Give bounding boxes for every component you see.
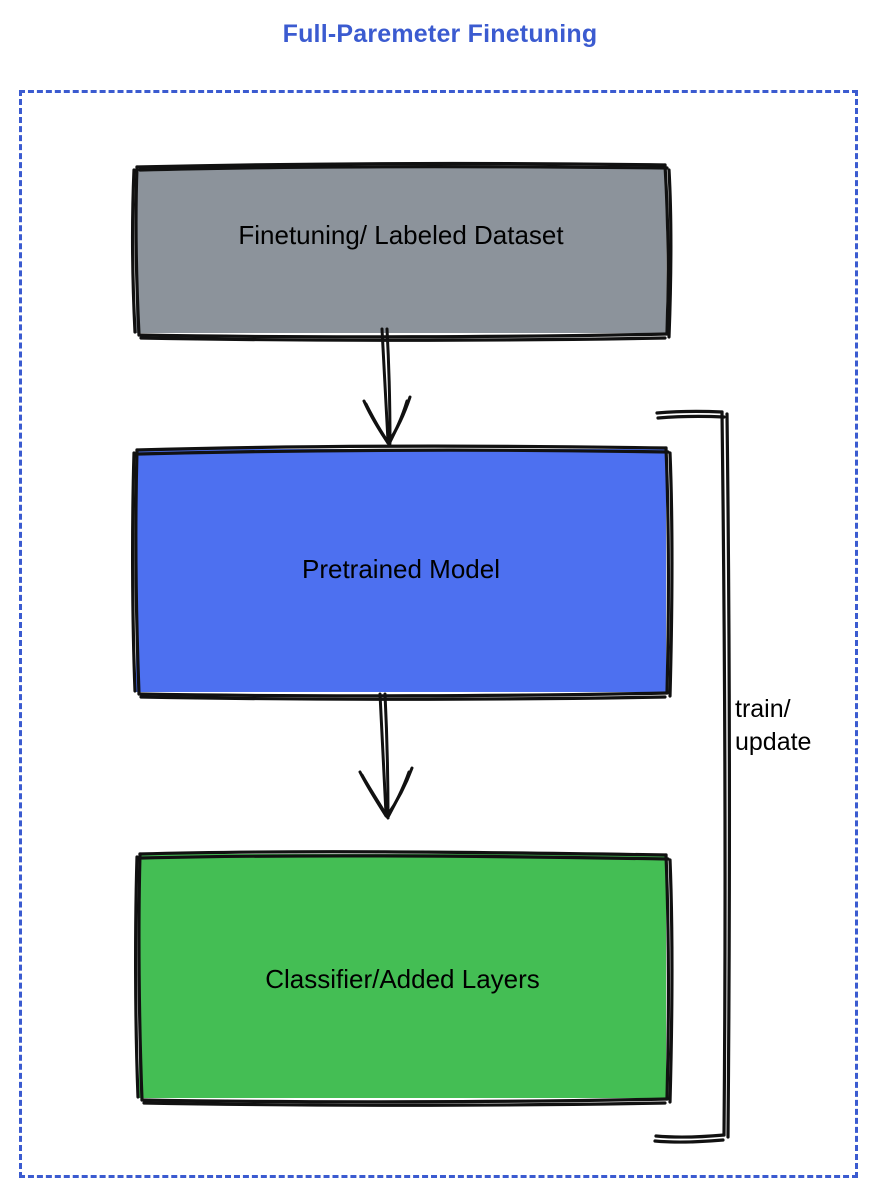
node-classifier[interactable]: Classifier/Added Layers	[134, 850, 674, 1107]
node-dataset-fill	[136, 166, 666, 333]
node-pretrained[interactable]: Pretrained Model	[131, 444, 674, 701]
node-dataset-label: Finetuning/ Labeled Dataset	[238, 220, 564, 250]
edge-feedback-loop-label: train/ update	[735, 693, 855, 759]
edge-feedback-loop-label-line1: train/	[735, 695, 791, 723]
node-classifier-label: Classifier/Added Layers	[265, 964, 540, 994]
node-classifier-fill	[139, 854, 666, 1098]
page-title: Full-Paremeter Finetuning	[282, 20, 598, 48]
edge-dataset-to-pretrained	[362, 327, 412, 447]
node-dataset[interactable]: Finetuning/ Labeled Dataset	[131, 161, 673, 342]
edge-pretrained-to-classifier	[358, 692, 414, 820]
edge-feedback-loop-label-line2: update	[735, 728, 812, 756]
node-pretrained-fill	[136, 449, 666, 692]
node-pretrained-label: Pretrained Model	[302, 554, 500, 584]
